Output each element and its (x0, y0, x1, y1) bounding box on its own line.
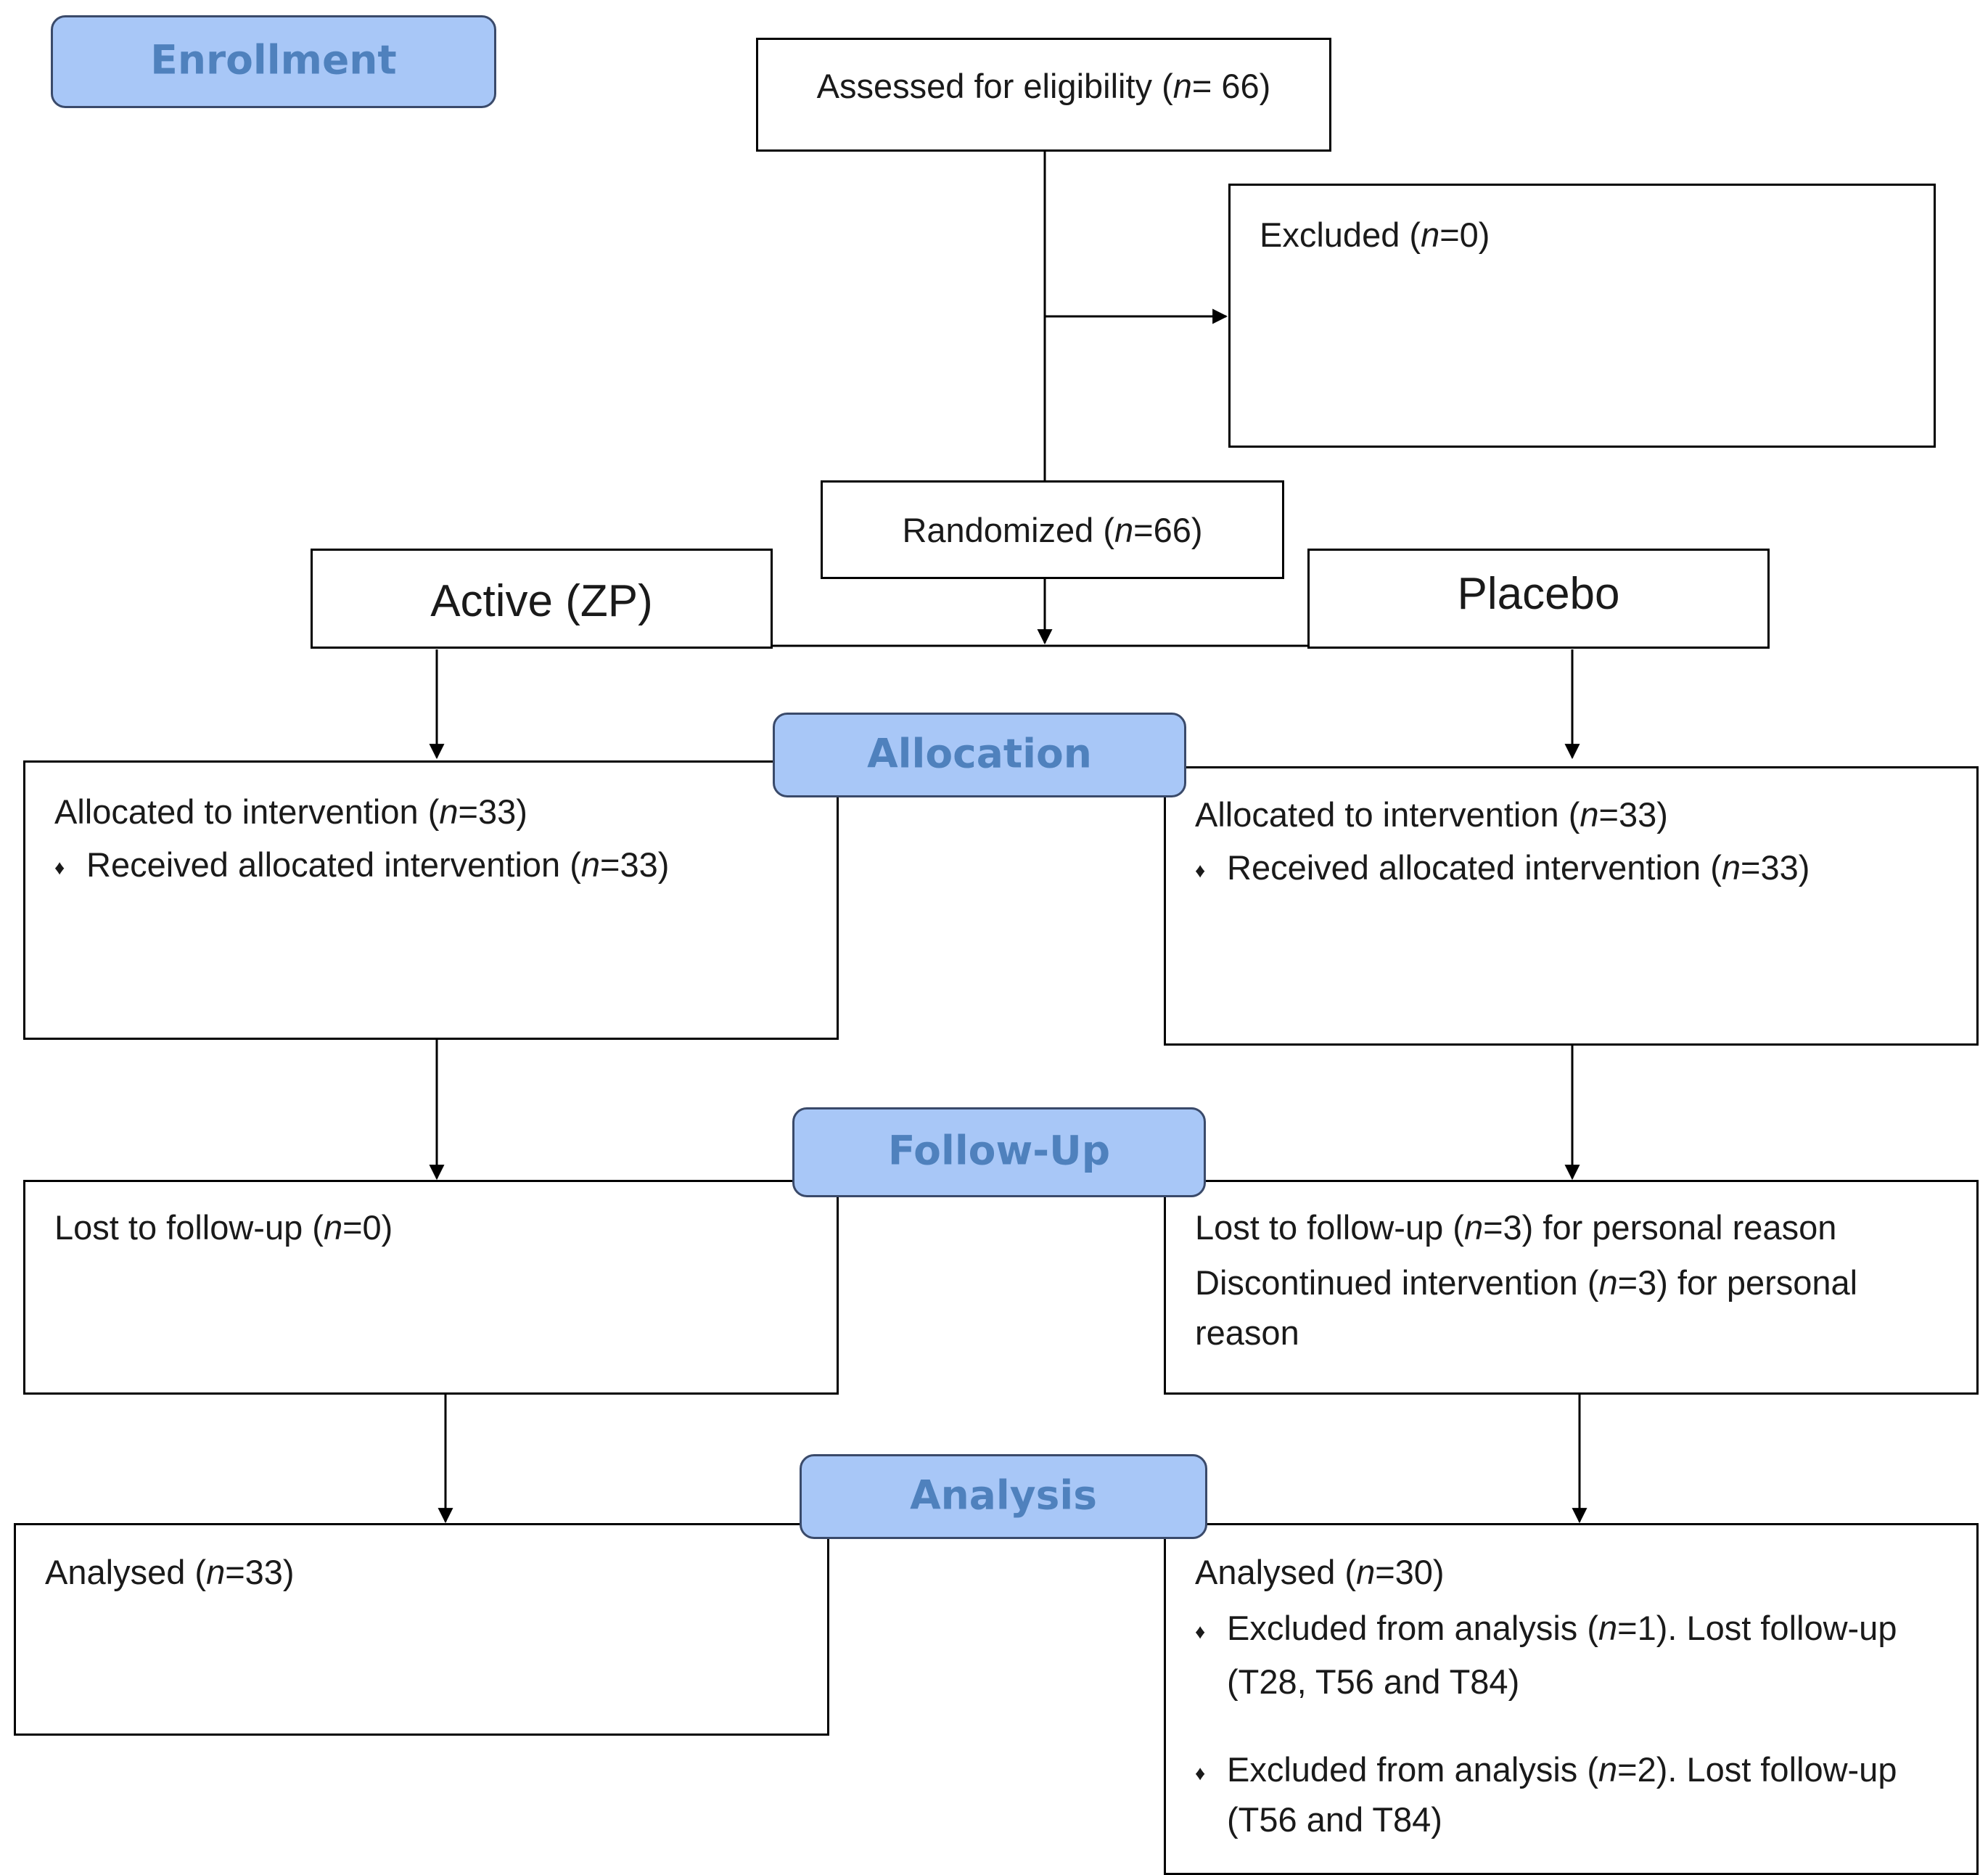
active-arm-label: Active (ZP) (430, 576, 653, 626)
bullet-icon: ♦ (1195, 1762, 1206, 1784)
excluded-text: Excluded (n=0) (1260, 216, 1490, 254)
right-received-text: ♦Received allocated intervention (n=33) (1195, 848, 1810, 887)
placebo-arm-label: Placebo (1457, 569, 1620, 619)
placebo-arm-box: Placebo (1307, 549, 1770, 649)
bullet-icon: ♦ (54, 856, 65, 879)
right-discontinued-text: Discontinued intervention (n=3) for pers… (1195, 1263, 1858, 1352)
excluded-box: Excluded (n=0) (1228, 184, 1936, 448)
randomized-box: Randomized (n=66) (821, 480, 1284, 579)
right-analysis-box: Analysed (n=30) ♦Excluded from analysis … (1164, 1523, 1979, 1875)
assessed-for-eligibility-box: Assessed for eligibility (n= 66) (756, 38, 1331, 152)
enrollment-stage-label: Enrollment (51, 15, 496, 108)
follow-up-stage-label: Follow-Up (792, 1107, 1206, 1197)
bullet-icon: ♦ (1195, 1620, 1206, 1643)
left-analysed-text: Analysed (n=33) (45, 1553, 295, 1591)
right-excluded-analysis-2-text: ♦Excluded from analysis (n=2). Lost foll… (1195, 1750, 1897, 1839)
allocation-stage-label: Allocation (773, 713, 1186, 797)
randomized-text: Randomized (n=66) (902, 511, 1203, 549)
right-followup-box: Lost to follow-up (n=3) for personal rea… (1164, 1180, 1979, 1395)
right-lost-followup-text: Lost to follow-up (n=3) for personal rea… (1195, 1208, 1837, 1247)
right-excluded-analysis-1-text: ♦Excluded from analysis (n=1). Lost foll… (1195, 1609, 1897, 1701)
left-allocation-box: Allocated to intervention (n=33) ♦Receiv… (23, 760, 839, 1040)
left-lost-followup-text: Lost to follow-up (n=0) (54, 1208, 393, 1247)
left-analysis-box: Analysed (n=33) (14, 1523, 829, 1736)
right-allocated-text: Allocated to intervention (n=33) (1195, 795, 1668, 834)
left-allocated-text: Allocated to intervention (n=33) (54, 792, 527, 831)
left-followup-box: Lost to follow-up (n=0) (23, 1180, 839, 1395)
assessed-text: Assessed for eligibility (n= 66) (816, 67, 1271, 105)
active-arm-box: Active (ZP) (311, 549, 773, 649)
bullet-icon: ♦ (1195, 859, 1206, 882)
right-allocation-box: Allocated to intervention (n=33) ♦Receiv… (1164, 766, 1979, 1046)
right-analysed-text: Analysed (n=30) (1195, 1553, 1445, 1591)
analysis-stage-label: Analysis (800, 1454, 1207, 1539)
left-received-text: ♦Received allocated intervention (n=33) (54, 845, 670, 884)
